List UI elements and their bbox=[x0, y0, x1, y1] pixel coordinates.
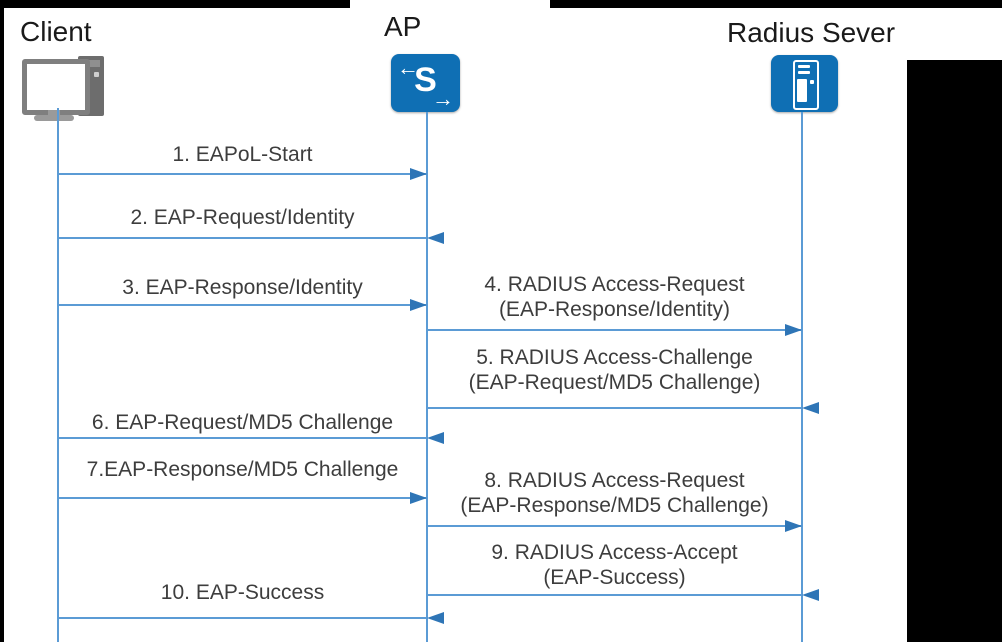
computer-tower-button bbox=[94, 72, 99, 77]
message-arrow bbox=[58, 437, 427, 439]
actor-label-radius-server: Radius Sever bbox=[727, 17, 896, 48]
server-slot bbox=[798, 71, 810, 74]
lifeline-client bbox=[57, 108, 59, 642]
right-letterbox bbox=[907, 60, 1002, 642]
message-label: 7.EAP-Response/MD5 Challenge bbox=[86, 458, 399, 481]
message-label: 3. EAP-Response/Identity bbox=[122, 276, 363, 299]
message-label: 1. EAPoL-Start bbox=[172, 143, 313, 166]
message-arrow bbox=[427, 407, 802, 409]
message-arrow bbox=[427, 329, 802, 331]
switch-arrow-left-icon: ← bbox=[397, 55, 419, 80]
message-arrow bbox=[58, 304, 427, 306]
message-arrowhead-icon bbox=[410, 492, 427, 504]
actor-label-ap: AP bbox=[384, 11, 422, 42]
diagram-canvas bbox=[4, 8, 1002, 642]
computer-monitor bbox=[22, 59, 90, 115]
message-arrow bbox=[58, 237, 427, 239]
lifeline-radius-server bbox=[801, 112, 803, 642]
message-label: 6. EAP-Request/MD5 Challenge bbox=[91, 411, 394, 434]
message-arrowhead-icon bbox=[802, 589, 819, 601]
message-arrowhead-icon bbox=[427, 232, 444, 244]
message-arrow bbox=[58, 497, 427, 499]
message-arrowhead-icon bbox=[427, 612, 444, 624]
desktop-computer-icon bbox=[22, 56, 108, 122]
server-slot bbox=[798, 65, 810, 68]
message-arrow bbox=[58, 173, 427, 175]
message-arrow bbox=[427, 525, 802, 527]
message-label: 9. RADIUS Access-Accept(EAP-Success) bbox=[491, 541, 738, 589]
server-icon bbox=[771, 55, 838, 112]
monitor-stand bbox=[48, 110, 60, 115]
message-arrowhead-icon bbox=[785, 520, 802, 532]
message-arrowhead-icon bbox=[427, 432, 444, 444]
lifeline-ap bbox=[426, 112, 428, 642]
message-label: 5. RADIUS Access-Challenge(EAP-Request/M… bbox=[468, 346, 761, 394]
canvas-top-notch bbox=[350, 0, 550, 9]
message-label: 4. RADIUS Access-Request(EAP-Response/Id… bbox=[484, 273, 745, 321]
message-arrowhead-icon bbox=[410, 168, 427, 180]
message-arrowhead-icon bbox=[802, 402, 819, 414]
message-arrow bbox=[427, 594, 802, 596]
message-label: 10. EAP-Success bbox=[160, 581, 325, 604]
server-led bbox=[810, 80, 814, 84]
monitor-base bbox=[34, 115, 74, 121]
computer-tower-drive bbox=[82, 60, 100, 67]
message-label: 2. EAP-Request/Identity bbox=[130, 206, 355, 229]
switch-icon: ← S → bbox=[391, 54, 460, 112]
message-arrowhead-icon bbox=[410, 299, 427, 311]
actor-label-client: Client bbox=[20, 16, 92, 47]
server-door bbox=[797, 79, 807, 102]
switch-arrow-right-icon: → bbox=[432, 86, 454, 111]
server-tower bbox=[793, 60, 819, 110]
message-arrowhead-icon bbox=[785, 324, 802, 336]
message-arrow bbox=[58, 617, 427, 619]
switch-letter: S bbox=[414, 61, 437, 99]
message-label: 8. RADIUS Access-Request(EAP-Response/MD… bbox=[460, 469, 769, 517]
